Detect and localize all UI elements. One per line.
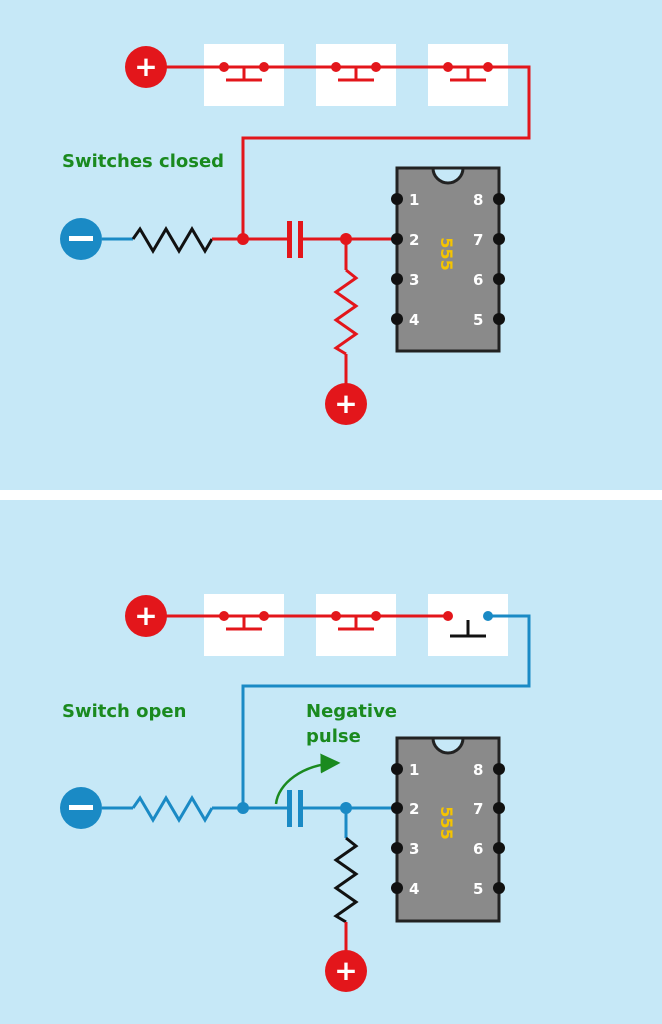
top-rail-wire (146, 65, 531, 240)
chip-555-top: 1 2 3 4 8 7 6 5 555 (391, 166, 505, 353)
negative-pulse-label-line2: pulse (306, 726, 361, 747)
svg-text:+: + (134, 50, 157, 83)
svg-text:5: 5 (473, 311, 483, 329)
svg-text:8: 8 (473, 191, 483, 209)
positive-terminal-lower-top: + (325, 383, 367, 425)
svg-text:4: 4 (409, 311, 419, 329)
positive-terminal-top: + (125, 46, 167, 88)
resistor-black-top (131, 226, 214, 254)
negative-pulse-label-line1: Negative (306, 701, 397, 722)
switch-2-closed (338, 67, 374, 82)
svg-text:2: 2 (409, 800, 419, 818)
svg-text:555: 555 (437, 237, 456, 270)
junction-node-top-left (237, 233, 249, 245)
svg-text:2: 2 (409, 231, 419, 249)
pulse-arrow (274, 753, 341, 805)
svg-text:+: + (134, 599, 157, 632)
svg-text:3: 3 (409, 271, 419, 289)
svg-text:3: 3 (409, 840, 419, 858)
resistor-red-vertical-top (333, 268, 359, 356)
switch-contacts-bottom (219, 611, 493, 621)
switch-3-closed (450, 67, 486, 82)
negative-terminal-top (60, 218, 102, 260)
capacitor-top (287, 221, 303, 258)
positive-terminal-lower-bottom: + (325, 950, 367, 992)
svg-text:7: 7 (473, 800, 483, 818)
switch-open-label: Switch open (62, 701, 186, 722)
switch-1-closed (226, 67, 262, 82)
switch-2-closed-bottom (338, 616, 374, 631)
svg-text:1: 1 (409, 191, 419, 209)
resistor-black-vertical-bottom (333, 836, 359, 924)
panel-bottom-background (0, 500, 662, 1024)
panel-bottom: + Switch open Negative pulse + (60, 594, 531, 992)
svg-text:7: 7 (473, 231, 483, 249)
resistor-blue-bottom (131, 795, 214, 823)
junction-node-bottom-left (237, 802, 249, 814)
panel-top: + Switches closed + (60, 44, 531, 425)
chip-555-bottom: 1 2 3 4 8 7 6 5 555 (391, 736, 505, 923)
svg-text:6: 6 (473, 840, 483, 858)
top-rail-blue-bottom (241, 614, 531, 808)
svg-text:+: + (334, 387, 357, 420)
switch-1-closed-bottom (226, 616, 262, 631)
svg-text:+: + (334, 954, 357, 987)
switches-closed-label: Switches closed (62, 151, 224, 172)
svg-text:5: 5 (473, 880, 483, 898)
panel-divider (0, 490, 662, 500)
svg-text:555: 555 (437, 806, 456, 839)
svg-text:8: 8 (473, 761, 483, 779)
switch-contacts-top (219, 62, 493, 72)
negative-terminal-bottom (60, 787, 102, 829)
capacitor-bottom (287, 790, 303, 827)
svg-text:4: 4 (409, 880, 419, 898)
svg-text:1: 1 (409, 761, 419, 779)
svg-text:6: 6 (473, 271, 483, 289)
switch-3-open-bottom (450, 620, 486, 638)
positive-terminal-bottom: + (125, 595, 167, 637)
